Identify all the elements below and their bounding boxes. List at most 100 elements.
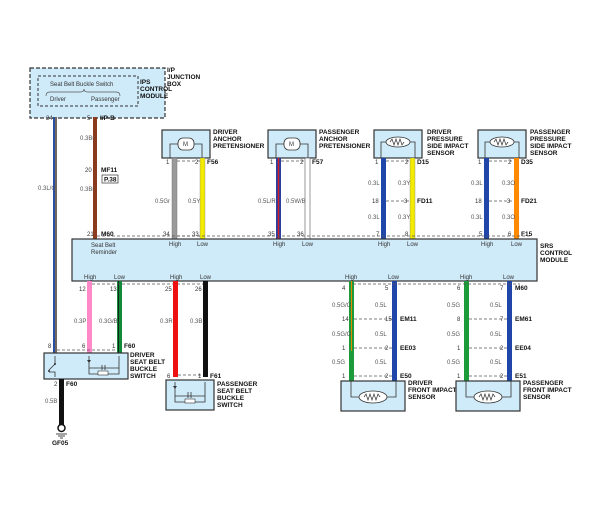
spec: 0.3Y <box>398 215 410 221</box>
srs-low-label: Low <box>302 242 314 248</box>
drv-front-label-2: FRONT IMPACT <box>408 387 457 394</box>
connector-e50: E50 <box>400 373 412 380</box>
pin: 7 <box>376 232 380 238</box>
pin: 36 <box>297 232 304 238</box>
pin: 2 <box>500 346 504 352</box>
spec: 0.3O <box>502 215 515 221</box>
ip-junction-box <box>29 67 166 119</box>
spec-0.3Br-1: 0.3Br <box>80 136 94 142</box>
page-ref[interactable]: P.38 <box>104 177 117 184</box>
spec: 0.3P <box>74 319 86 325</box>
driver-anchor-label-3: PRETENSIONER <box>213 143 265 150</box>
pin: 14 <box>342 317 349 323</box>
pin: 8 <box>457 317 461 323</box>
passenger-anchor-label-2: ANCHOR <box>319 136 348 143</box>
pas-front-label-1: PASSENGER <box>523 380 564 387</box>
srs-high-label: High <box>84 275 96 281</box>
spec: 0.3L <box>368 215 380 221</box>
wire-ips-passenger <box>93 117 97 239</box>
drv-buckle-label-2: SEAT BELT <box>130 359 165 366</box>
driver-seat-belt-buckle-switch <box>43 352 129 380</box>
connector-d15: D15 <box>417 159 429 166</box>
pin: 1 <box>375 160 379 166</box>
connector-m60b: M60 <box>515 285 528 292</box>
spec: 0.5Gr <box>155 199 170 205</box>
spec: 0.3R <box>160 319 173 325</box>
spec: 0.5L <box>375 360 387 366</box>
connector-fd21: FD21 <box>521 198 537 205</box>
passenger-anchor-label-3: PRETENSIONER <box>319 143 371 150</box>
connector-f15: F15 <box>521 231 533 238</box>
spec: 0.5L <box>490 332 502 338</box>
srs-low-label: Low <box>114 275 126 281</box>
drv-buckle-label-1: DRIVER <box>130 352 155 359</box>
pin: 1 <box>270 160 274 166</box>
motor-symbol: M <box>183 142 188 148</box>
pin: 26 <box>195 287 202 293</box>
connector-m60: M60 <box>101 231 114 238</box>
spec: 0.5W/B <box>286 199 306 205</box>
wire-ground <box>59 379 64 427</box>
passenger-side-label-3: SIDE IMPACT <box>530 143 571 150</box>
passenger-side-impact-sensor <box>477 129 527 159</box>
page-ref-box[interactable] <box>101 174 119 184</box>
pin: 34 <box>163 232 170 238</box>
driver-side-label-4: SENSOR <box>427 150 455 157</box>
pin: 33 <box>192 232 199 238</box>
passenger-anchor-label-1: PASSENGER <box>319 129 360 136</box>
connector-ipb: I/P-B <box>100 115 115 122</box>
driver-anchor-label-2: ANCHOR <box>213 136 242 143</box>
pin: 1 <box>166 160 170 166</box>
seat-belt-reminder-1: Seat Belt <box>91 243 116 249</box>
spec: 0.5G/O <box>332 332 352 338</box>
pas-buckle-label-1: PASSENGER <box>217 381 258 388</box>
pin: 2 <box>500 374 504 380</box>
srs-high-label: High <box>345 275 357 281</box>
connector-ee03: EE03 <box>400 345 416 352</box>
connector-e51: E51 <box>515 373 527 380</box>
srs-high-label: High <box>378 242 390 248</box>
connector-ee04: EE04 <box>515 345 531 352</box>
srs-low-label: Low <box>200 275 212 281</box>
driver-anchor-label-1: DRIVER <box>213 129 238 136</box>
pin: 1 <box>457 346 461 352</box>
pin: 2 <box>508 160 512 166</box>
pin: 1 <box>342 374 346 380</box>
ips-control-module-label-1: IPS <box>140 79 151 86</box>
spec: 0.5L <box>375 332 387 338</box>
pin: 5 <box>385 286 389 292</box>
pin: 6 <box>167 374 171 380</box>
driver-anchor-pretensioner: M <box>161 129 211 159</box>
pas-buckle-label-3: BUCKLE <box>217 395 245 402</box>
wire-pas-side-low <box>514 158 519 239</box>
connector-f56: F56 <box>207 159 219 166</box>
motor-symbol: M <box>289 142 294 148</box>
pin-20: 20 <box>85 168 92 174</box>
wire-drv-anchor-high <box>171 157 178 240</box>
drv-buckle-label-4: SWITCH <box>130 373 156 380</box>
pin: 6 <box>457 286 461 292</box>
spec: 0.3L <box>368 181 380 187</box>
ip-junction-box-label-3: BOX <box>167 81 182 88</box>
passenger-side-label-1: PASSENGER <box>530 129 571 136</box>
wire-drv-buckle-low <box>117 281 122 353</box>
pin: 1 <box>457 374 461 380</box>
srs-low-label: Low <box>197 242 209 248</box>
wire-pas-front-low <box>507 281 512 381</box>
pas-front-label-2: FRONT IMPACT <box>523 387 572 394</box>
pin: 2 <box>385 346 389 352</box>
pin-24: 24 <box>46 116 53 122</box>
ip-junction-box-label-1: I/P <box>167 67 176 74</box>
pin: 8 <box>48 344 52 350</box>
driver-side-impact-sensor <box>373 129 423 159</box>
pas-buckle-label-2: SEAT BELT <box>217 388 252 395</box>
connector-gf05: GF05 <box>52 440 69 447</box>
srs-label-2: CONTROL <box>540 250 572 257</box>
pin: 4 <box>342 286 346 292</box>
passenger-side-label-2: PRESSURE <box>530 136 566 143</box>
spec: 0.5B <box>45 399 57 405</box>
bracket <box>45 88 121 97</box>
pin: 2 <box>54 382 58 388</box>
spec: 0.3L <box>471 181 483 187</box>
srs-high-label: High <box>460 275 472 281</box>
